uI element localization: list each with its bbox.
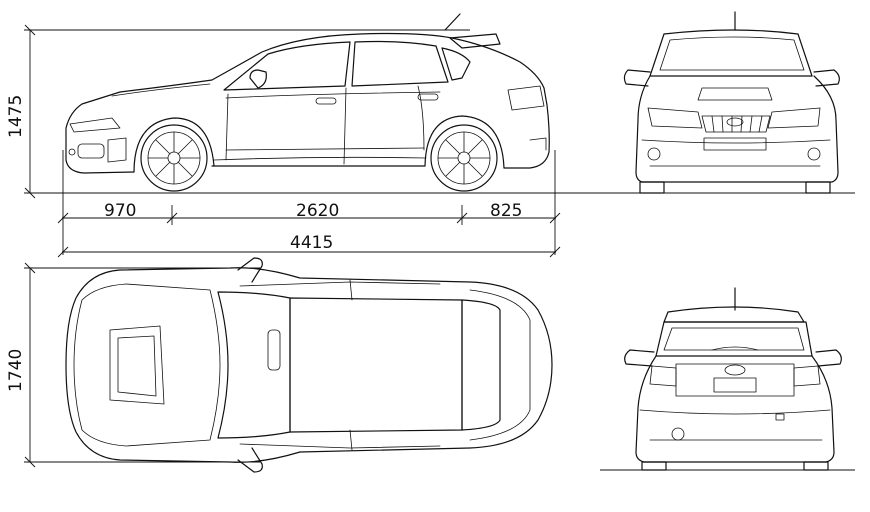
dim-overall-length: 4415 bbox=[290, 233, 333, 253]
side-rear-wheel bbox=[430, 124, 498, 192]
dim-front-overhang: 970 bbox=[104, 201, 136, 221]
dim-rear-overhang: 825 bbox=[490, 201, 522, 221]
front-view bbox=[623, 11, 840, 194]
side-front-wheel bbox=[140, 124, 208, 192]
dim-width: 1740 bbox=[6, 349, 26, 392]
top-view bbox=[65, 257, 553, 473]
side-view bbox=[65, 13, 550, 192]
dim-height: 1475 bbox=[6, 95, 26, 138]
rear-view bbox=[624, 287, 842, 471]
dim-wheelbase: 2620 bbox=[296, 201, 339, 221]
